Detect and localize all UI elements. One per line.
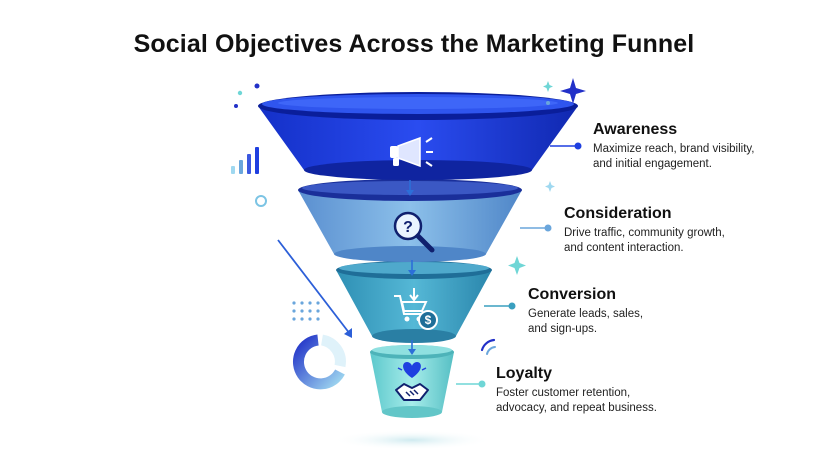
- stage-title: Awareness: [593, 121, 678, 138]
- connectors: [456, 142, 582, 388]
- stage-title: Loyalty: [496, 365, 553, 382]
- donut-chart-icon: [293, 334, 346, 390]
- megaphone-icon: [390, 136, 433, 168]
- stage-description: Foster customer retention, advocacy, and…: [496, 387, 657, 414]
- bar-chart-icon: [231, 147, 259, 174]
- question-magnifier-icon: ?: [393, 211, 435, 253]
- stage-loyalty: Loyalty Foster customer retention, advoc…: [496, 365, 657, 416]
- stage-consideration: Consideration Drive traffic, community g…: [564, 205, 725, 256]
- stage-description: Generate leads, sales, and sign-ups.: [528, 308, 644, 335]
- page-title: Social Objectives Across the Marketing F…: [133, 30, 695, 58]
- stage-title: Consideration: [564, 205, 672, 222]
- decorations: [231, 78, 586, 390]
- ground-shadow: [332, 430, 492, 450]
- svg-text:?: ?: [403, 219, 413, 236]
- funnel-segment-loyalty: [370, 345, 454, 418]
- stage-description: Maximize reach, brand visibility, and in…: [593, 143, 755, 170]
- svg-text:$: $: [425, 313, 432, 327]
- funnel-segment-conversion: [336, 261, 492, 343]
- stage-description: Drive traffic, community growth, and con…: [564, 227, 725, 254]
- stage-awareness: Awareness Maximize reach, brand visibili…: [593, 121, 754, 172]
- funnel-segment-awareness: [258, 92, 578, 180]
- sparkle-icon: [560, 78, 586, 104]
- ring-icon: [255, 195, 267, 207]
- dot-grid-icon: [292, 301, 320, 321]
- cart-dollar-icon: $: [394, 288, 438, 330]
- heart-handshake-icon: [395, 362, 429, 401]
- diagonal-arrow: [277, 239, 351, 335]
- flow-arrows: [406, 180, 416, 355]
- stage-title: Conversion: [528, 286, 617, 303]
- stage-conversion: Conversion Generate leads, sales, and si…: [528, 286, 643, 337]
